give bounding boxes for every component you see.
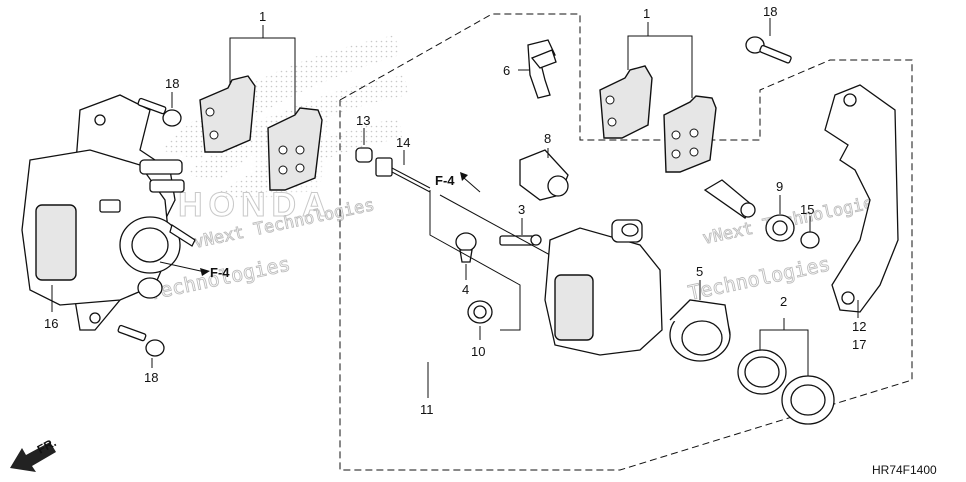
label-18-lower-left: 18 — [144, 370, 158, 385]
label-16: 16 — [44, 316, 58, 331]
callout-f4-left: F-4 — [210, 265, 230, 280]
caliper-bracket-12 — [824, 84, 899, 313]
front-direction-arrow-icon — [10, 442, 56, 472]
brake-pad-left-a — [199, 75, 256, 153]
label-18-right: 18 — [763, 4, 777, 19]
bleed-cap-4 — [455, 232, 477, 263]
brake-pad-right-b — [663, 95, 717, 173]
label-13: 13 — [356, 113, 370, 128]
label-10: 10 — [471, 344, 485, 359]
label-4: 4 — [462, 282, 469, 297]
label-18-upper-left: 18 — [165, 76, 179, 91]
label-9: 9 — [776, 179, 783, 194]
piston-5 — [669, 299, 731, 362]
brake-pad-left-b — [267, 107, 323, 191]
label-3: 3 — [518, 202, 525, 217]
caliper-assembly-left — [21, 94, 196, 331]
ring-15 — [800, 231, 820, 249]
label-2: 2 — [780, 294, 787, 309]
label-17: 17 — [852, 337, 866, 352]
watermark-text-4: Technologies — [686, 251, 832, 305]
piston-seal-2a — [737, 349, 787, 395]
piston-seal-2b — [781, 375, 835, 425]
label-5: 5 — [696, 264, 703, 279]
boot-9 — [765, 214, 795, 242]
boot-13 — [355, 147, 373, 163]
label-11: 11 — [420, 402, 434, 417]
label-14: 14 — [396, 135, 410, 150]
honda-logo-text: HONDA — [178, 186, 333, 224]
label-12: 12 — [852, 319, 866, 334]
brake-pad-right-a — [599, 65, 653, 139]
caliper-body-11 — [544, 219, 663, 356]
slide-pin-right — [703, 179, 756, 219]
pin-bolt-14 — [375, 157, 431, 193]
bushing-8 — [519, 149, 569, 201]
label-1-right: 1 — [643, 6, 650, 21]
boot-10 — [467, 300, 493, 324]
bolt-18-right — [745, 36, 792, 64]
bleed-valve-3 — [499, 234, 542, 246]
label-6: 6 — [503, 63, 510, 78]
label-8: 8 — [544, 131, 551, 146]
pad-spring-clip-6 — [527, 39, 557, 99]
label-15: 15 — [800, 202, 814, 217]
diagram-code: HR74F1400 — [872, 463, 937, 477]
caliper-assembly-outline — [339, 13, 913, 471]
callout-f4-top: F-4 — [435, 173, 455, 188]
label-1-left: 1 — [259, 9, 266, 24]
bolt-18-upper-left — [137, 97, 182, 127]
bolt-18-lower-left — [117, 324, 165, 357]
